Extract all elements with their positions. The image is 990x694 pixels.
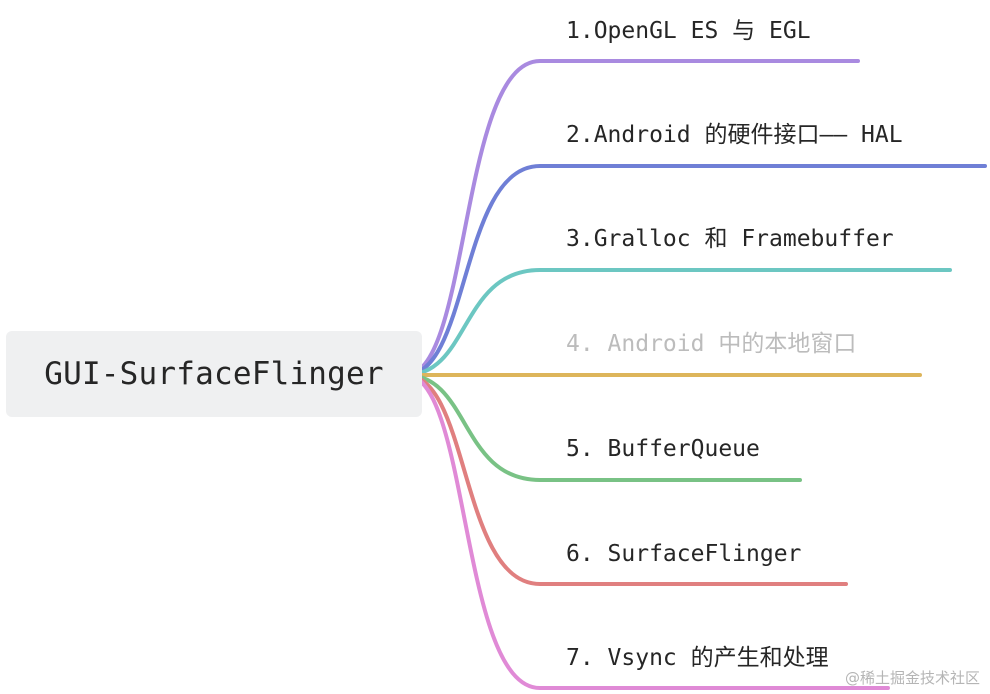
- branch-node-4[interactable]: 4. Android 中的本地窗口: [566, 331, 857, 357]
- watermark: @稀土掘金技术社区: [844, 669, 980, 687]
- branch-connector-3: [404, 268, 952, 377]
- branch-connector-7: [404, 373, 890, 690]
- branch-node-3[interactable]: 3.Gralloc 和 Framebuffer: [566, 226, 894, 252]
- root-node[interactable]: GUI-SurfaceFlinger: [6, 331, 422, 417]
- root-node-label: GUI-SurfaceFlinger: [44, 356, 384, 392]
- branch-connector-2: [404, 164, 987, 377]
- branch-connector-1: [404, 59, 860, 377]
- branch-node-7[interactable]: 7. Vsync 的产生和处理: [566, 645, 829, 671]
- branch-connector-6: [404, 373, 848, 586]
- branch-connector-5: [404, 373, 802, 482]
- branch-node-6[interactable]: 6. SurfaceFlinger: [566, 541, 802, 567]
- branch-node-2[interactable]: 2.Android 的硬件接口—— HAL: [566, 122, 903, 148]
- branch-node-1[interactable]: 1.OpenGL ES 与 EGL: [566, 18, 811, 44]
- branch-node-5[interactable]: 5. BufferQueue: [566, 436, 760, 462]
